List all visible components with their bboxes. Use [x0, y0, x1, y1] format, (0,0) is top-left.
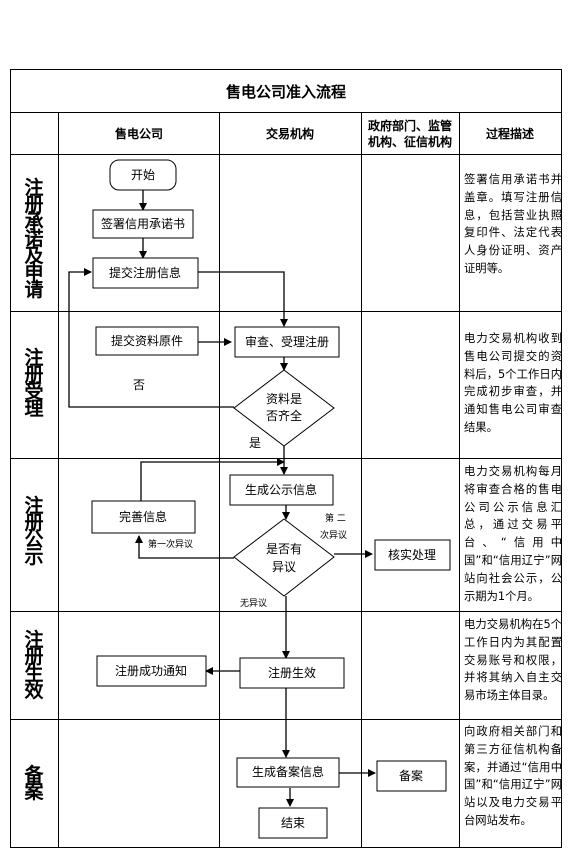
stage-label-char: 理 — [24, 398, 43, 420]
edge-label-no: 否 — [133, 378, 145, 392]
node-gen-record-label: 生成备案信息 — [252, 764, 324, 779]
node-sign — [92, 209, 194, 239]
stage-label-char: 公 — [24, 529, 43, 551]
stage-description: 电力交易机构收到售电公司提交的资料后，5个工作日内完成初步审查，并通知售电公司审… — [464, 332, 562, 434]
header-gov-line2: 机构、征信机构 — [368, 134, 452, 149]
stage-label-char: 册 — [24, 364, 43, 386]
edge-improve-gen — [140, 458, 285, 501]
header-company: 售电公司 — [115, 126, 163, 141]
edge-label-second-objection-1: 第 二 — [325, 512, 346, 524]
node-submit-info-label: 提交注册信息 — [109, 265, 181, 280]
node-start — [109, 159, 177, 191]
nodes — [91, 159, 451, 839]
stage-label-char: 册 — [24, 512, 43, 534]
node-record — [376, 760, 447, 792]
node-objection-label-2: 异议 — [272, 560, 296, 574]
connectors — [68, 190, 376, 807]
node-start-label: 开始 — [131, 168, 155, 182]
node-generate-public-label: 生成公示信息 — [245, 482, 317, 497]
node-review — [234, 326, 340, 358]
node-improve-label: 完善信息 — [119, 509, 167, 524]
stage-label-char: 申 — [24, 261, 43, 284]
header-gov-line1: 政府部门、监管 — [368, 118, 452, 133]
node-complete-decision — [233, 369, 335, 447]
stage-label-char: 承 — [24, 211, 43, 233]
node-submit-info — [92, 257, 199, 289]
edge-decision-no — [68, 268, 234, 408]
header-exchange: 交易机构 — [266, 126, 314, 141]
edge-label-no-objection: 无异议 — [240, 598, 267, 609]
edge-label-second-objection-2: 次异议 — [320, 529, 347, 541]
node-effective — [239, 657, 345, 689]
node-notify — [96, 655, 207, 687]
edge-labels: 否 是 第一次异议 第 二 次异议 无异议 — [133, 378, 347, 609]
node-review-label: 审查、受理注册 — [245, 334, 329, 349]
stage-label-char: 注 — [24, 494, 43, 517]
stage-label-char: 注 — [24, 346, 43, 369]
node-end-label: 结束 — [281, 816, 305, 830]
node-objection-label-1: 是否有 — [266, 542, 302, 556]
node-generate-public — [229, 474, 334, 506]
node-verify-label: 核实处理 — [388, 547, 436, 562]
stage-label-char: 及 — [24, 245, 44, 267]
stage-label-char: 注 — [24, 628, 43, 651]
node-submit-docs — [95, 326, 199, 356]
node-notify-label: 注册成功通知 — [115, 663, 187, 678]
edge-first-objection — [135, 535, 234, 559]
stage-label-char: 诺 — [24, 228, 43, 250]
stage-label-char: 请 — [24, 278, 43, 301]
node-gen-record — [236, 757, 340, 788]
stage-description: 签署信用承诺书并盖章。填写注册信息，包括营业执照复印件、法定代表人身份证明、资产… — [464, 173, 562, 275]
node-objection-decision — [233, 518, 335, 597]
edge-submit-review — [198, 271, 288, 327]
page-title: 售电公司准入流程 — [226, 83, 346, 101]
node-verify — [374, 539, 451, 571]
table-grid — [10, 69, 562, 848]
stage-description: 电力交易机构每月将审查合格的售电公司公示信息汇总，通过交易平台、“信用中国”和“… — [464, 465, 562, 603]
node-complete-label-1: 资料是 — [266, 392, 302, 406]
edge-label-yes: 是 — [249, 436, 261, 450]
stage-label-char: 生 — [24, 662, 43, 685]
stage-label-char: 示 — [24, 546, 43, 568]
stage-label-char: 案 — [23, 780, 44, 803]
stage-label-char: 效 — [24, 679, 43, 702]
stage-label-char: 册 — [24, 646, 43, 668]
node-effective-label: 注册生效 — [268, 665, 316, 680]
stage-label-char: 注 — [24, 176, 43, 199]
node-end — [258, 807, 328, 839]
stage-labels: 注 册 承 诺 及 申 请 注 册 受 理 注 册 公 示 注 册 生 效 备 … — [23, 176, 44, 803]
stage-label-char: 备 — [23, 763, 44, 786]
stage-label-char: 册 — [24, 194, 43, 216]
stage-description: 电力交易机构在5个工作日内为其配置交易账号和权限，并将其纳入自主交易市场主体目录… — [464, 618, 562, 703]
node-submit-docs-label: 提交资料原件 — [111, 333, 183, 348]
edge-label-first-objection: 第一次异议 — [148, 538, 193, 550]
node-complete-label-2: 否齐全 — [266, 408, 302, 423]
node-improve — [91, 500, 196, 534]
node-labels: 开始 签署信用承诺书 提交注册信息 提交资料原件 审查、受理注册 资料是 否齐全… — [101, 168, 436, 830]
header-desc: 过程描述 — [486, 126, 534, 141]
node-sign-label: 签署信用承诺书 — [101, 216, 185, 231]
stage-description: 向政府相关部门和第三方征信机构备案，并通过“信用中国”和“信用辽宁”网站以及电力… — [464, 725, 562, 827]
node-record-label: 备案 — [399, 768, 423, 783]
stage-label-char: 受 — [24, 380, 43, 403]
